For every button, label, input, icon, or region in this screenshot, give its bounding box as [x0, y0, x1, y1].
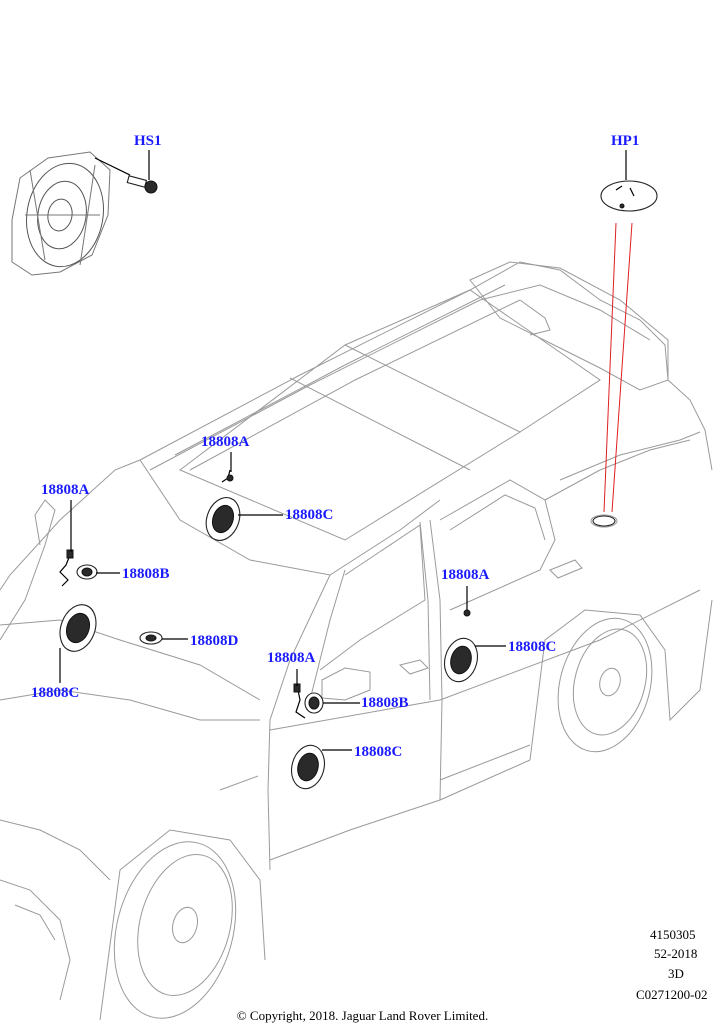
speaker-parts	[59, 469, 479, 790]
illustration-code: C0271200-02	[636, 987, 708, 1002]
callout-hp1[interactable]: HP1	[611, 133, 640, 149]
vehicle-outline	[0, 261, 713, 1021]
callout-18808c-rear-door[interactable]: 18808C	[508, 639, 557, 655]
callout-18808a-front-left[interactable]: 18808A	[41, 482, 90, 498]
callout-18808c-front-door[interactable]: 18808C	[354, 744, 403, 760]
callout-18808a-front-door[interactable]: 18808A	[267, 650, 316, 666]
subwoofer-illustration	[11, 151, 158, 276]
callout-hs1[interactable]: HS1	[134, 133, 162, 149]
copyright-notice: © Copyright, 2018. Jaguar Land Rover Lim…	[236, 1008, 489, 1023]
diagram-number: 4150305	[650, 927, 696, 942]
callout-18808b-front-door[interactable]: 18808B	[361, 695, 409, 711]
callout-18808c-rear-top[interactable]: 18808C	[285, 507, 334, 523]
callout-18808a-rear-top[interactable]: 18808A	[201, 434, 250, 450]
diagram-date-code: 52-2018	[654, 946, 698, 961]
leader-lines	[59, 150, 627, 751]
callout-18808c-front-left[interactable]: 18808C	[31, 685, 80, 701]
hp1-illustration	[592, 180, 658, 527]
callout-18808a-rear-door[interactable]: 18808A	[441, 567, 490, 583]
diagram-view-type: 3D	[668, 966, 684, 981]
callout-18808d-center[interactable]: 18808D	[190, 633, 239, 649]
callout-18808b-front-left[interactable]: 18808B	[122, 566, 170, 582]
